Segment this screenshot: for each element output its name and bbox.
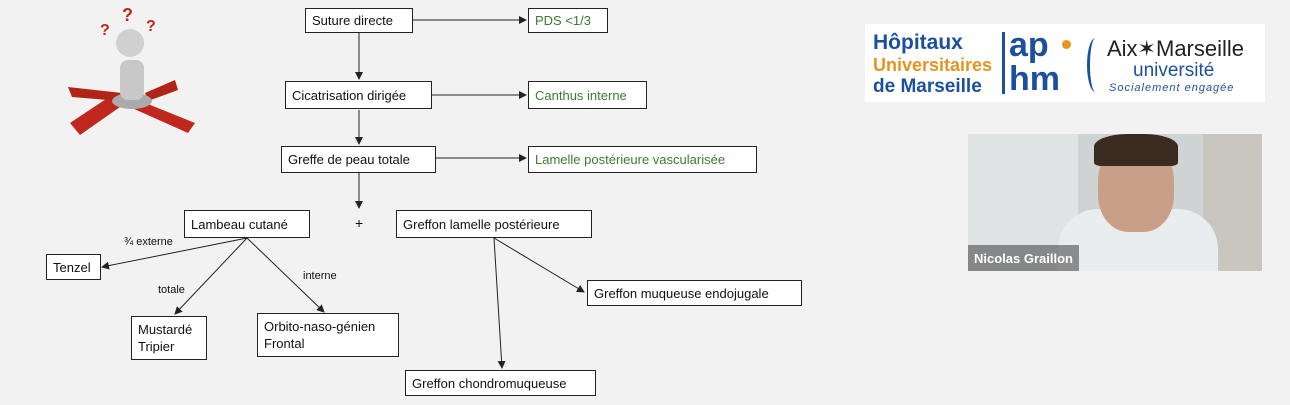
node-greffe-peau-totale: Greffe de peau totale [281,146,436,173]
node-cicatrisation-dirigee: Cicatrisation dirigée [285,81,432,109]
logo-orange-dot [1062,40,1071,49]
node-lambeau-cutane: Lambeau cutané [184,210,310,238]
logo-hm: hm [1009,60,1060,98]
plus-sign: + [355,215,364,231]
node-greffon-chondromuqueuse: Greffon chondromuqueuse [405,370,596,396]
node-pds: PDS <1/3 [528,8,608,33]
video-person-hair [1094,134,1178,166]
svg-text:?: ? [100,22,110,39]
node-orbito-line1: Orbito-naso-génien [264,319,376,334]
node-lamelle-vascularisee: Lamelle postérieure vascularisée [528,146,757,173]
svg-text:?: ? [146,18,156,35]
node-greffon-lamelle: Greffon lamelle postérieure [396,210,592,238]
node-orbito-frontal: Orbito-naso-génien Frontal [257,313,399,357]
logo-universitaires: Universitaires [873,55,993,75]
node-canthus-interne: Canthus interne [528,81,647,109]
logo-divider [1002,32,1005,94]
node-greffon-muqueuse: Greffon muqueuse endojugale [587,280,802,306]
logo-universite: université [1133,60,1215,81]
logo-amu-bracket [1087,38,1104,92]
node-tenzel: Tenzel [46,254,101,280]
participant-video-tile[interactable]: Nicolas Graillon [968,134,1262,271]
node-orbito-line2: Frontal [264,336,305,351]
logo-ap: ap [1009,26,1049,64]
svg-text:?: ? [122,5,133,25]
logo-tagline: Socialement engagée [1109,82,1235,94]
node-mustarde-line1: Mustardé [138,322,193,337]
logo-aix-marseille: Aix✶Marseille [1107,36,1245,61]
participant-name-label: Nicolas Graillon [968,245,1079,271]
logo-de-marseille: de Marseille [873,76,982,97]
node-suture-directe: Suture directe [305,8,413,33]
thinking-person-icon: ? ? ? [68,5,195,135]
node-mustarde-tripier: Mustardé Tripier [131,316,207,360]
node-mustarde-line2: Tripier [138,339,175,354]
edge-label-totale: totale [158,284,185,296]
edge-label-externe: ¾ externe [124,236,173,248]
diagram-connectors [101,16,585,369]
edge-label-interne: interne [303,270,337,282]
aphm-amu-logo: Hôpitaux Universitaires de Marseille ap … [865,24,1265,102]
logo-hopitaux: Hôpitaux [873,31,963,54]
